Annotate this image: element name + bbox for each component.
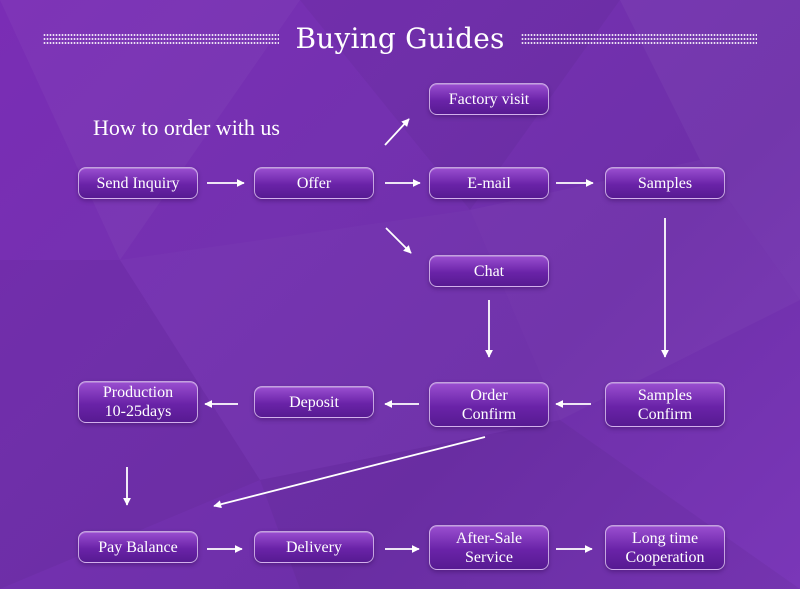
header: Buying Guides (0, 18, 800, 58)
node-offer: Offer (254, 167, 374, 199)
node-deposit: Deposit (254, 386, 374, 418)
node-samples-confirm: Samples Confirm (605, 382, 725, 427)
header-dots-right (520, 32, 757, 44)
node-delivery: Delivery (254, 531, 374, 563)
node-email: E-mail (429, 167, 549, 199)
node-factory-visit: Factory visit (429, 83, 549, 115)
header-dots-left (43, 32, 280, 44)
node-pay-balance: Pay Balance (78, 531, 198, 563)
flow-subtitle: How to order with us (93, 115, 280, 140)
page-title: Buying Guides (295, 21, 505, 55)
arrow-offer-to-factory (384, 118, 410, 146)
node-after-sale: After-Sale Service (429, 525, 549, 570)
node-chat: Chat (429, 255, 549, 287)
node-samples: Samples (605, 167, 725, 199)
node-order-confirm: Order Confirm (429, 382, 549, 427)
arrow-offer-to-chat (385, 227, 412, 254)
arrow-order-to-paybalance (213, 436, 486, 509)
node-production: Production 10-25days (78, 381, 198, 423)
node-long-time: Long time Cooperation (605, 525, 725, 570)
node-send-inquiry: Send Inquiry (78, 167, 198, 199)
